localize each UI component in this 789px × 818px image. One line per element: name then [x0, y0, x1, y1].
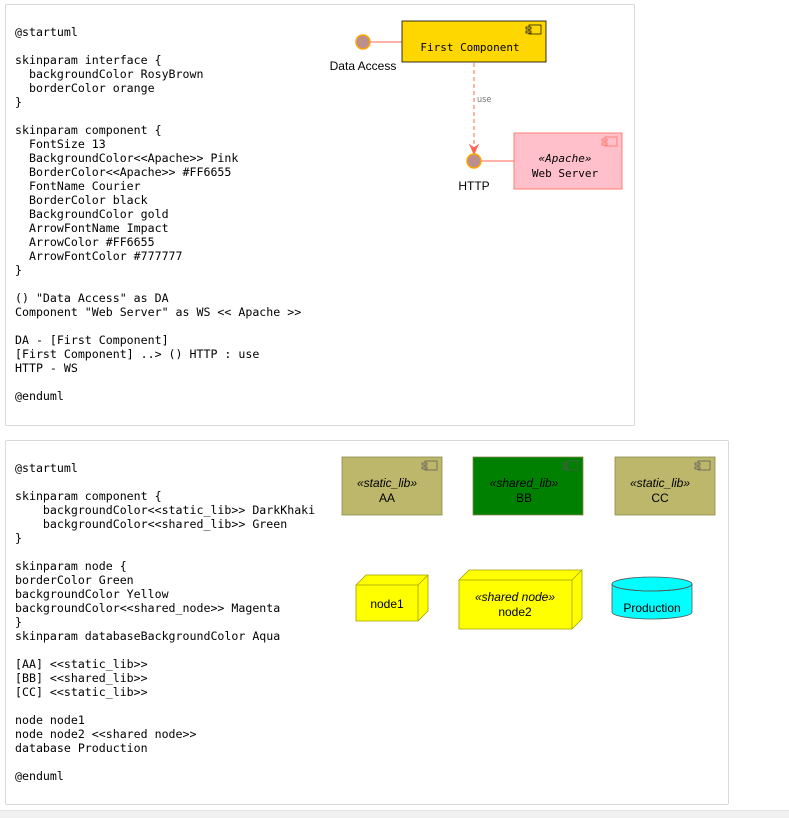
diagram-panel-2: @startuml skinparam component { backgrou…	[5, 440, 729, 805]
component-web-server-stereotype: «Apache»	[539, 152, 592, 165]
component-cc-label: CC	[651, 491, 669, 505]
uml-diagram-1: Data Access First Component use HTTP	[330, 20, 623, 193]
node-node2: «shared node» node2	[458, 569, 583, 630]
diagram-panel-1: @startuml skinparam interface { backgrou…	[5, 4, 635, 426]
component-cc-stereotype: «static_lib»	[630, 476, 690, 490]
interface-da-label: Data Access	[330, 59, 397, 73]
database-production-label: Production	[623, 601, 680, 615]
plantuml-source-2: @startuml skinparam component { backgrou…	[15, 461, 316, 783]
component-bb-label: BB	[516, 491, 532, 505]
component-web-server: «Apache» Web Server	[513, 132, 623, 190]
component-first: First Component	[401, 20, 547, 63]
node2-label: node2	[498, 605, 532, 619]
component-icon	[601, 136, 618, 147]
component-icon	[525, 24, 542, 35]
node-node1: node1	[355, 574, 429, 622]
node2-stereotype: «shared node»	[475, 590, 555, 604]
database-production: Production	[611, 576, 693, 620]
interface-http-circle	[466, 153, 482, 169]
component-aa-label: AA	[379, 491, 395, 505]
component-icon	[421, 460, 438, 471]
horizontal-scrollbar-track[interactable]	[0, 810, 789, 818]
component-web-server-label: Web Server	[532, 167, 599, 180]
component-first-label: First Component	[420, 41, 519, 54]
component-icon	[694, 460, 711, 471]
plantuml-source-1: @startuml skinparam interface { backgrou…	[15, 25, 302, 403]
component-bb-stereotype: «shared_lib»	[490, 476, 559, 490]
interface-http-label: HTTP	[458, 179, 489, 193]
component-aa: «static_lib» AA	[341, 456, 443, 516]
node1-label: node1	[370, 597, 404, 611]
interface-da-circle	[355, 34, 371, 50]
component-cc: «static_lib» CC	[614, 456, 716, 516]
use-arrow-label: use	[477, 95, 491, 105]
component-aa-stereotype: «static_lib»	[357, 476, 417, 490]
component-icon	[562, 460, 579, 471]
uml-diagram-2: «static_lib» AA «shared_lib» BB «static_…	[341, 456, 716, 630]
use-arrow-head	[468, 143, 480, 156]
component-bb: «shared_lib» BB	[472, 456, 584, 516]
